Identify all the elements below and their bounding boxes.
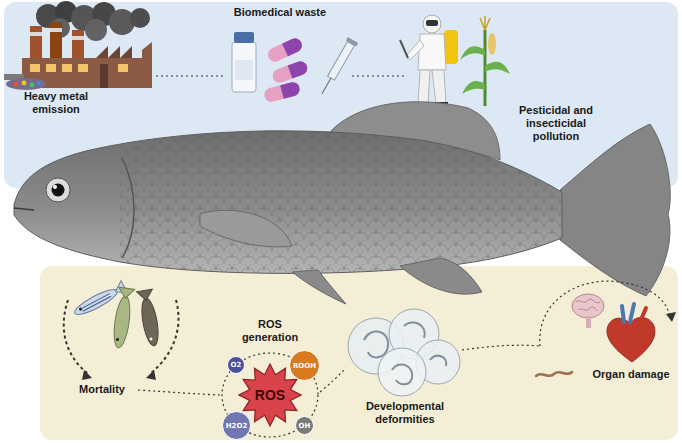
link-line — [138, 390, 220, 395]
bottom-panel — [40, 266, 678, 440]
dead-fish-icons — [64, 281, 179, 380]
egg-icons — [348, 309, 460, 396]
ros-bubble: ROOH — [289, 350, 320, 381]
bubble-text: H2O2 — [226, 422, 248, 430]
source-label: Pesticidal and insecticidal pollution — [508, 104, 604, 143]
bubble-text: ROOH — [293, 362, 316, 370]
organ-icons — [536, 281, 676, 376]
medical-icon — [232, 32, 358, 103]
link-line — [156, 75, 226, 76]
fish-illustration — [14, 102, 670, 304]
ros-word: ROS — [255, 387, 285, 403]
source-label: Biomedical waste — [220, 6, 340, 19]
ros-heading: ROS generation — [237, 318, 303, 344]
ros-bubble: OH — [295, 416, 314, 435]
effect-label: Organ damage — [588, 368, 674, 381]
sprayer-icon — [400, 15, 510, 107]
source-label: Heavy metal emission — [8, 90, 104, 116]
effect-label: Mortality — [70, 383, 134, 396]
factory-icon — [4, 1, 152, 90]
ros-bubble: O2 — [227, 356, 245, 374]
link-line — [352, 75, 404, 76]
cycle-line — [222, 353, 318, 437]
bubble-text: OH — [299, 422, 311, 430]
ros-bubble: H2O2 — [222, 411, 251, 440]
link-line — [462, 345, 540, 350]
effect-label: Developmental deformities — [352, 400, 458, 426]
link-line — [320, 370, 344, 392]
bubble-text: O2 — [231, 361, 242, 369]
